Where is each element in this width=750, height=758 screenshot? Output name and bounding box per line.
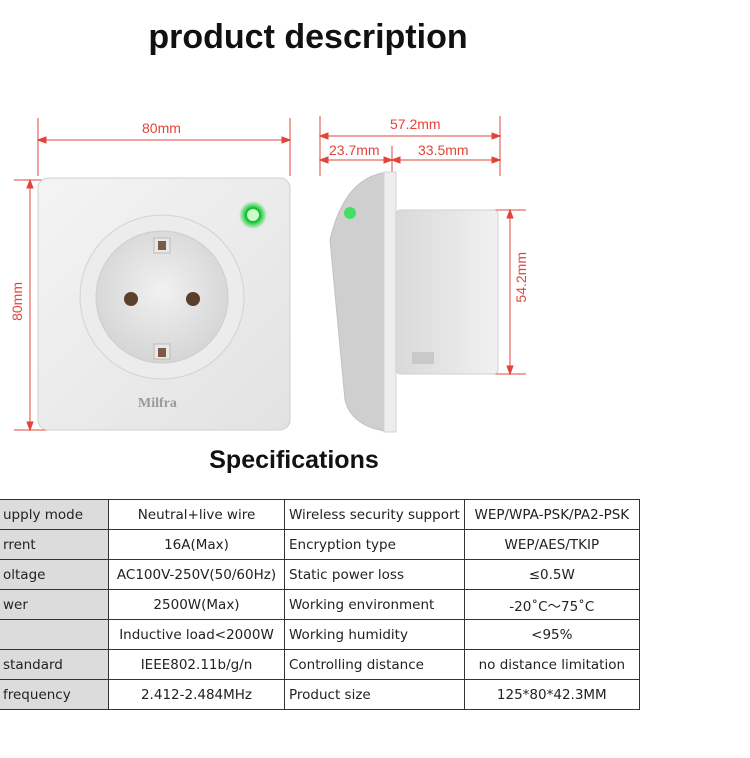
spec-value: Neutral+live wire [108, 499, 285, 530]
spec-value: -20˚C～75˚C [463, 589, 640, 620]
spec-label: Static power loss [284, 559, 465, 590]
spec-label: Controlling distance [284, 649, 465, 680]
spec-value: Inductive load<2000W [108, 619, 285, 650]
side-height-label: 54.2mm [513, 252, 529, 303]
spec-value: 16A(Max) [108, 529, 285, 560]
spec-label: Product size [284, 679, 465, 710]
socket-side-view [329, 171, 393, 433]
spec-value: WEP/WPA-PSK/PA2-PSK [463, 499, 640, 530]
spec-value: 125*80*42.3MM [463, 679, 640, 710]
spec-label: Encryption type [284, 529, 465, 560]
spec-value: no distance limitation [463, 649, 640, 680]
side-depth-total-label: 57.2mm [390, 116, 441, 132]
side-depth-front-label: 23.7mm [329, 142, 380, 158]
spec-value: WEP/AES/TKIP [463, 529, 640, 560]
spec-value: 2.412-2.484MHz [108, 679, 285, 710]
spec-label: upply mode [0, 499, 109, 530]
spec-label: standard [0, 649, 109, 680]
spec-value: IEEE802.11b/g/n [108, 649, 285, 680]
side-depth-back-label: 33.5mm [418, 142, 469, 158]
spec-label: oltage [0, 559, 109, 590]
spec-value: 2500W(Max) [108, 589, 285, 620]
front-width-label: 80mm [142, 120, 181, 136]
product-diagram [14, 116, 526, 433]
specifications-heading: Specifications [209, 446, 379, 474]
front-width-dimension [36, 118, 292, 176]
spec-label: wer [0, 589, 109, 620]
page-title: product description [148, 18, 468, 56]
spec-label: rrent [0, 529, 109, 560]
spec-label: Working humidity [284, 619, 465, 650]
spec-label [0, 619, 109, 650]
spec-value: ≤0.5W [463, 559, 640, 590]
front-height-label: 80mm [9, 282, 25, 321]
spec-label: Wireless security support [284, 499, 465, 530]
spec-label: Working environment [284, 589, 465, 620]
spec-label: frequency [0, 679, 109, 710]
spec-value: AC100V-250V(50/60Hz) [108, 559, 285, 590]
brand-logo: Milfra [138, 396, 177, 411]
spec-value: <95% [463, 619, 640, 650]
